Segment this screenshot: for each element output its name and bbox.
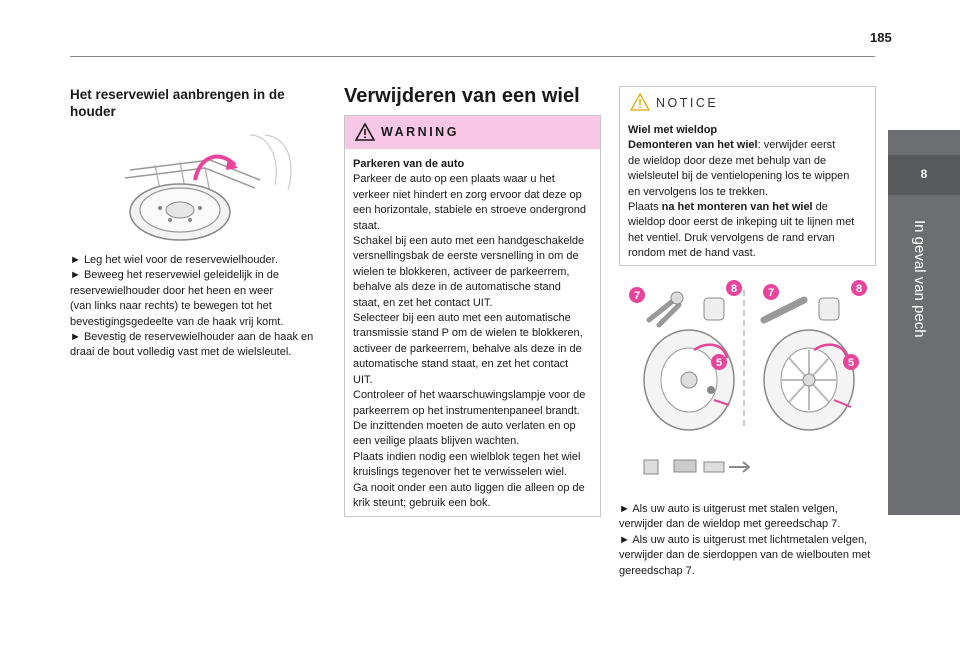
chapter-title-wrap: In geval van pech <box>910 220 930 420</box>
text-line: draai de bout volledig vast met de wiels… <box>70 346 292 359</box>
notice-heading: Wiel met wieldop <box>628 124 718 136</box>
text-line: ► Bevestig de reservewielhouder aan de h… <box>70 331 314 344</box>
text-line: Plaats na het monteren van het wiel de <box>628 200 867 215</box>
spare-wheel-illustration <box>124 134 292 241</box>
text-line: reservewielhouder door het heen en weer <box>70 284 274 297</box>
text-line: de wieldop door deze met behulp van de <box>628 154 827 167</box>
bold-phrase: Demonteren van het wiel <box>628 139 758 152</box>
text-line: Schakel bij een auto met een handgeschak… <box>353 235 585 248</box>
tool-7-badge-left: 7 <box>634 290 640 302</box>
section-title-remove-wheel: Verwijderen van een wiel <box>344 85 580 107</box>
text-line: staat, en zet het contact UIT. <box>353 296 493 309</box>
warning-header: WARNING <box>345 116 600 149</box>
bold-phrase: na het monteren van het wiel <box>661 201 813 214</box>
text-line: Ga nooit onder een auto liggen die allee… <box>353 481 585 494</box>
text-line: ► Leg het wiel voor de reservewielhouder… <box>70 254 278 266</box>
page-number: 185 <box>870 30 892 45</box>
text-line: ► Als uw auto is uitgerust met lichtmeta… <box>619 533 868 546</box>
notice-box: NOTICE Wiel met wieldop Demonteren van h… <box>619 86 876 266</box>
step-5-badge-left: 5 <box>716 357 722 369</box>
text-line: staat. <box>353 219 380 232</box>
chapter-number: 8 <box>920 167 928 181</box>
wheel-removal-diagram: 7 8 5 7 8 5 <box>629 280 867 475</box>
warning-label: WARNING <box>381 125 459 139</box>
text-line: De inzittenden moeten de auto verlaten e… <box>353 419 576 432</box>
text-line: een veilige plaats blijven wachten. <box>353 435 520 448</box>
text-line: (van links naar rechts) te bewegen tot h… <box>70 300 272 313</box>
section-title-spare-wheel: Het reservewiel aanbrengen in de houder <box>70 87 285 119</box>
notice-label: NOTICE <box>656 96 719 110</box>
text-line: transmissie stand P om de wielen te blok… <box>353 327 583 340</box>
text-line: krik steunt; gebruik een bok. <box>353 496 491 509</box>
column-1: Het reservewiel aanbrengen in de houder … <box>70 86 325 361</box>
notice-header: NOTICE <box>620 87 875 119</box>
top-rule <box>70 56 875 57</box>
warning-box: WARNING Parkeren van de auto Parkeer de … <box>344 115 601 517</box>
text-line: ► Als uw auto is uitgerust met stalen ve… <box>619 503 838 515</box>
text-line: Demonteren van het wiel: verwijder eerst <box>628 138 867 153</box>
text-line: kruislings tegenover het te verwisselen … <box>353 466 567 479</box>
warning-heading: Parkeren van de auto <box>353 158 465 170</box>
text-line: wieldop door eerst de inkeping uit te li… <box>628 216 855 229</box>
text-line: Controleer of het waarschuwingslampje vo… <box>353 389 586 402</box>
tool-8-badge-right: 8 <box>856 283 862 295</box>
notice-body: Wiel met wieldop Demonteren van het wiel… <box>620 119 875 262</box>
tool-7-badge-right: 7 <box>768 287 774 299</box>
step-5-badge-right: 5 <box>848 357 854 369</box>
text-line: wielen te blokkeren, activeer de parkeer… <box>353 265 570 278</box>
text-line: Selecteer bij een auto met een automatis… <box>353 312 571 325</box>
chapter-number-box: 8 <box>888 155 960 195</box>
notice-triangle-icon <box>630 93 650 111</box>
text-line: activeer de parkeerrem, behalve als deze… <box>353 342 582 355</box>
text-line: versnellingsbak de eerste versnelling in… <box>353 250 579 263</box>
text-line: parkeerrem op het instrumentenpaneel bra… <box>353 404 580 417</box>
text-line: verkeer niet hindert en zorg ervoor dat … <box>353 188 582 201</box>
text-span: : verwijder eerst <box>757 139 836 152</box>
tool-8-badge-left: 8 <box>731 283 737 295</box>
warning-triangle-icon <box>355 123 375 141</box>
text-line: verwijder dan de sierdoppen van de wielb… <box>619 549 871 562</box>
text-line: verwijder dan de wieldop met gereedschap… <box>619 518 841 531</box>
text-line: het ventiel. Druk vervolgens de rand erv… <box>628 231 835 244</box>
column-3-text: ► Als uw auto is uitgerust met stalen ve… <box>619 502 879 579</box>
text-line: en vervolgens los te trekken. <box>628 185 769 198</box>
warning-body: Parkeren van de auto Parkeer de auto op … <box>345 149 600 511</box>
chapter-title: In geval van pech <box>911 220 928 338</box>
text-line: UIT. <box>353 373 373 386</box>
text-line: Parkeer de auto op een plaats waar u het <box>353 173 555 186</box>
text-line: automatische stand staat, en zet het con… <box>353 358 569 371</box>
text-line: ► Beweeg het reservewiel geleidelijk in … <box>70 269 279 282</box>
text-line: bevestigingsgedeelte van de haak vrij ko… <box>70 315 284 328</box>
text-line: Plaats indien nodig een wielblok tegen h… <box>353 450 581 463</box>
text-line: een horizontale, stabiele en stroeve ond… <box>353 204 586 217</box>
spare-wheel-text: ► Leg het wiel voor de reservewielhouder… <box>70 253 325 361</box>
text-line: behalve als deze in de automatische stan… <box>353 281 561 294</box>
text-line: gereedschap 7. <box>619 564 695 577</box>
text-span: Plaats <box>628 201 662 214</box>
text-span: de <box>812 201 828 214</box>
text-line: wielsleutel bij de ventielopening los te… <box>628 170 850 183</box>
text-line: rondom met de hand vast. <box>628 247 756 260</box>
